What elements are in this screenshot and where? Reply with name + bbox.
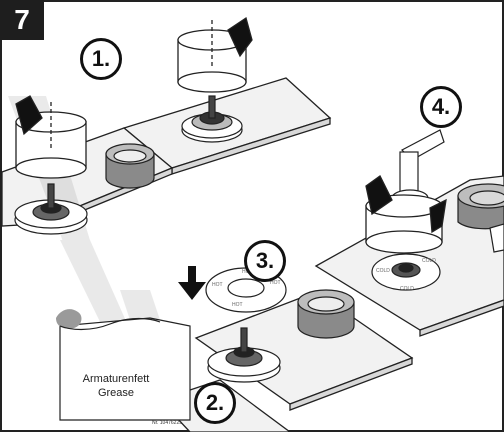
- callout-1: 1.: [80, 38, 122, 80]
- part-3-arrow: [178, 266, 206, 300]
- part-4-ring: COLD COLD COLD: [371, 253, 441, 292]
- ring-label-cold-2: COLD: [422, 258, 436, 264]
- callout-3: 3.: [244, 240, 286, 282]
- left-knob: [105, 143, 155, 189]
- right-knob: [457, 183, 504, 230]
- grease-card: [56, 309, 191, 421]
- part-1-cap: [177, 16, 253, 93]
- ring-label-cold-3: COLD: [400, 286, 414, 292]
- grease-label-english: Grease: [97, 387, 135, 399]
- ring-label-hot-4: HOT: [232, 302, 243, 308]
- part-2-valve: [207, 327, 281, 383]
- part-4-cap: [365, 175, 447, 254]
- ring-label-hot-2: HOT: [270, 280, 281, 286]
- grease-label: Armaturenfett Grease: [66, 372, 166, 400]
- part-1-valve: [181, 95, 243, 143]
- grease-label-german: Armaturenfett: [82, 373, 150, 385]
- step-number-badge: 7: [0, 0, 44, 40]
- middle-knob: [297, 289, 355, 339]
- callout-2: 2.: [194, 382, 236, 424]
- slab-middle: [194, 291, 414, 411]
- callout-4: 4.: [420, 86, 462, 128]
- right-edge-handle: [489, 223, 504, 253]
- left-valve: [14, 183, 88, 235]
- part-number: Nr. 10476225: [152, 420, 183, 426]
- ring-label-hot-3: HOT: [212, 282, 223, 288]
- ring-label-cold-1: COLD: [376, 268, 390, 274]
- left-cap: [15, 95, 87, 179]
